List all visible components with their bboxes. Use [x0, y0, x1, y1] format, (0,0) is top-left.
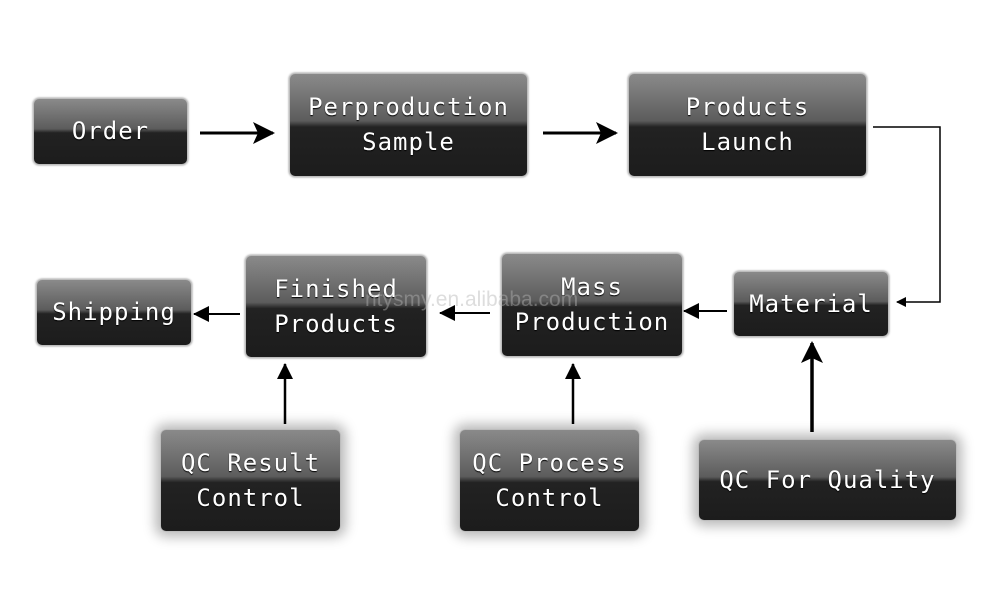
node-shipping: Shipping — [36, 279, 192, 346]
node-mass-production-line-2: Production — [514, 308, 670, 336]
node-products-launch: Products Launch — [628, 73, 867, 177]
node-finished-products-line-1: Finished — [274, 274, 398, 303]
node-qc-process-control-line-2: Control — [495, 483, 604, 512]
node-preproduction-sample-line-2: Sample — [362, 128, 455, 156]
node-finished-products: Finished Products — [245, 255, 427, 358]
node-mass-production-line-1: Mass — [561, 273, 623, 301]
node-preproduction-sample: Perproduction Sample — [289, 73, 528, 177]
node-finished-products-line-2: Products — [274, 309, 398, 338]
node-qc-for-quality-label: QC For Quality — [719, 465, 936, 494]
node-mass-production: Mass Production — [501, 253, 683, 357]
watermark-text: ntysmy.en.alibaba.com — [365, 288, 579, 311]
node-material-label: Material — [749, 289, 873, 318]
node-shipping-label: Shipping — [52, 298, 176, 326]
node-qc-result-control: QC Result Control — [160, 429, 341, 532]
node-qc-result-control-line-2: Control — [196, 483, 305, 512]
arrow-launch-to-material — [873, 126, 941, 307]
node-preproduction-sample-line-1: Perproduction — [308, 93, 509, 121]
node-material: Material — [733, 271, 889, 337]
node-qc-process-control-line-1: QC Process — [472, 448, 627, 477]
node-order-label: Order — [71, 117, 150, 145]
node-order: Order — [33, 98, 188, 165]
node-products-launch-line-2: Launch — [701, 128, 794, 156]
node-qc-process-control: QC Process Control — [459, 429, 640, 532]
node-products-launch-line-1: Products — [685, 93, 810, 121]
node-qc-for-quality: QC For Quality — [698, 439, 957, 521]
node-qc-result-control-line-1: QC Result — [180, 448, 321, 477]
